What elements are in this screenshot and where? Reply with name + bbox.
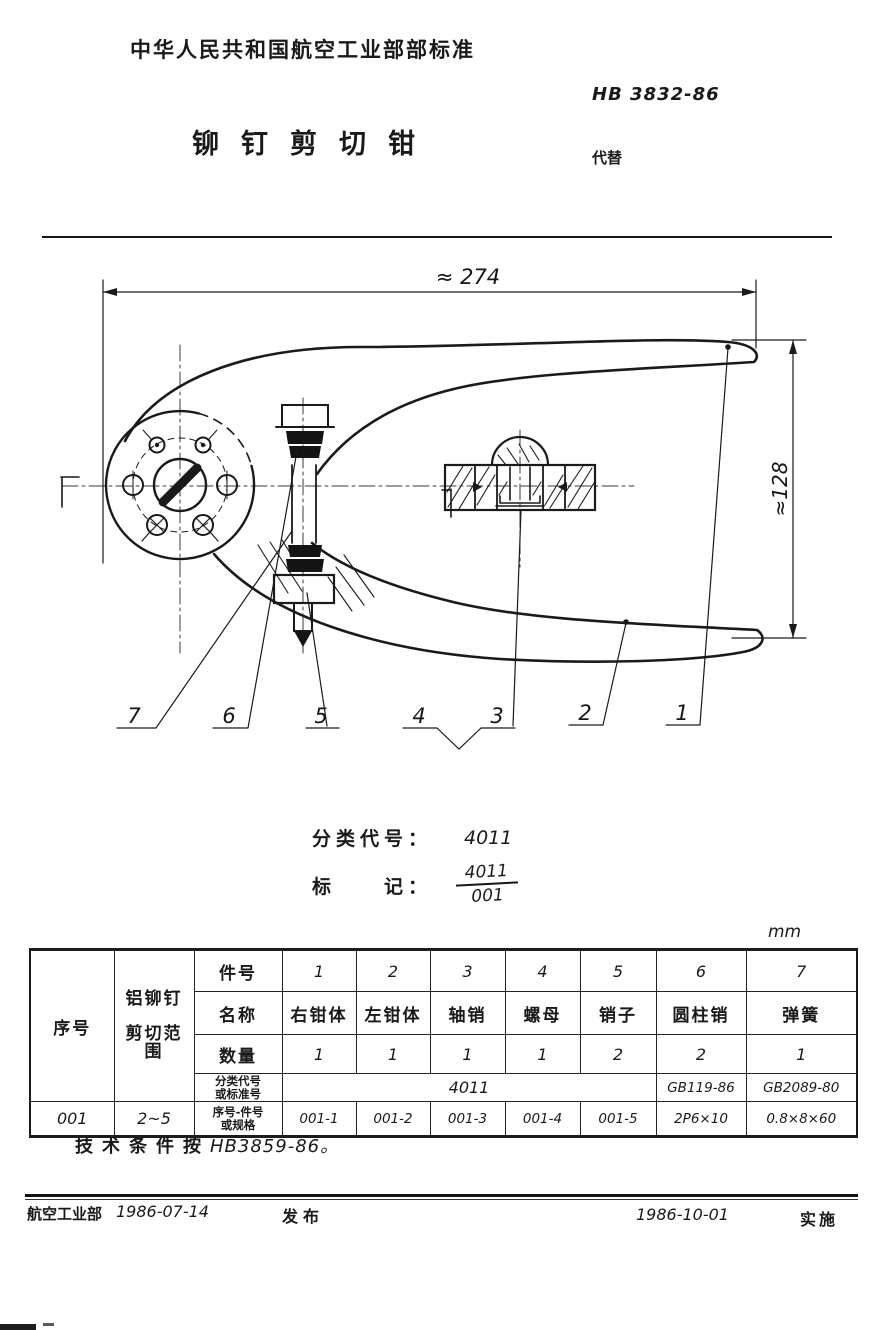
technical-note: 技术条件按HB3859-86。 [75,1132,339,1158]
spec-cell: 2P6×10 [655,1101,747,1137]
marking-denominator: 001 [470,885,505,907]
range-value-cell: 2~5 [113,1101,195,1137]
part-label-1: 1 [675,701,688,725]
part-name-cell: 左钳体 [355,991,431,1035]
part-name-cell: 销子 [579,991,657,1035]
marking-value: 4011 001 [454,860,519,907]
range-header-line1: 铝铆钉 [125,988,183,1009]
plier-head [104,409,256,561]
part-label-3: 3 [490,704,503,728]
table-row: 001 2~5 序号-件号 或规格 001-1 001-2 001-3 001-… [29,1101,858,1137]
marking-label: 标 记： [312,876,433,898]
spec-cell: 001-5 [579,1101,657,1137]
width-dimension-label: ≈ 274 [436,265,500,289]
width-dimension [102,279,757,564]
serial-value-cell: 001 [29,1101,115,1137]
technical-note-text: 技术条件按 [75,1136,210,1157]
class-span-cell: 4011 [281,1073,657,1102]
class-header-line2: 或标准号 [215,1086,261,1101]
standard-number: HB 3832-86 [592,84,720,105]
view-marks [60,476,452,518]
part-name-cell: 弹簧 [745,991,858,1035]
name-header: 名称 [193,991,283,1035]
table-row: 名称 右钳体 左钳体 轴销 螺母 销子 圆柱销 弹簧 [30,991,858,1035]
height-dimension [731,339,807,639]
part-label-6: 6 [222,704,235,728]
classification-code-label: 分类代号： [312,828,433,850]
serial-header: 序号 [29,949,115,1102]
header-rule [42,236,832,238]
qty-cell: 1 [281,1034,357,1074]
spec-cell: 001-4 [504,1101,581,1137]
parts-table: 序号 铝铆钉 剪切范围 件号 1 2 3 4 5 6 7 名称 右钳体 左钳体 … [29,948,858,1138]
qty-cell: 1 [504,1034,581,1074]
footer-organization: 航空工业部 [27,1205,103,1223]
scan-artifact [43,1323,54,1326]
part-label-4: 4 [412,704,425,728]
footer-rule [25,1194,858,1200]
table-row: 序号 铝铆钉 剪切范围 件号 1 2 3 4 5 6 7 [29,949,858,1102]
part-no-header: 件号 [193,949,283,992]
spec-header-line1: 序号-件号 [212,1104,264,1119]
class-cell-gb2089: GB2089-80 [745,1073,858,1102]
spec-cell: 001-1 [281,1101,357,1137]
part-name-cell: 轴销 [429,991,506,1035]
table-row: 分类代号 或标准号 4011 GB119-86 GB2089-80 [30,1073,858,1102]
replaces-label: 代替 [592,149,623,167]
classification-code-value: 4011 [464,827,513,849]
implementation-label: 实施 [800,1210,839,1229]
range-header: 铝铆钉 剪切范围 [113,949,195,1102]
spec-header: 序号-件号 或规格 [193,1101,283,1137]
page-title: 铆钉剪切钳 [192,129,437,160]
plier-handles [123,338,764,663]
part-no-cell: 1 [281,949,357,992]
rivet-section-view [443,435,597,512]
height-dimension-label: ≈128 [768,462,792,517]
unit-label: mm [768,922,802,942]
technical-note-standard: HB3859-86。 [210,1136,340,1157]
qty-cell: 1 [429,1034,506,1074]
part-name-cell: 圆柱销 [655,991,747,1035]
class-header-line1: 分类代号 [215,1073,261,1088]
header-organization: 中华人民共和国航空工业部部标准 [130,38,475,62]
part-name-cell: 右钳体 [281,991,357,1035]
range-header-line2: 剪切范围 [125,1023,183,1063]
part-no-cell: 6 [655,949,747,992]
part-label-2: 2 [578,701,591,725]
issue-label: 发布 [282,1207,325,1226]
part-label-7: 7 [127,704,141,728]
pin-assembly [272,404,336,647]
part-number-labels: 7 6 5 4 3 2 1 [127,701,688,728]
class-header: 分类代号 或标准号 [193,1073,283,1102]
scan-artifact [0,1324,36,1330]
part-no-cell: 2 [355,949,431,992]
implementation-date: 1986-10-01 [636,1205,729,1224]
part-no-cell: 5 [579,949,657,992]
spec-cell: 0.8×8×60 [745,1101,858,1137]
part-no-cell: 7 [745,949,858,992]
marking-numerator: 4011 [454,860,519,887]
issue-date: 1986-07-14 [116,1202,209,1221]
qty-cell: 2 [579,1034,657,1074]
part-no-cell: 3 [429,949,506,992]
technical-drawing: ≈ 274 ≈128 [60,265,807,750]
part-label-5: 5 [314,704,327,728]
qty-cell: 1 [745,1034,858,1074]
spec-cell: 001-2 [355,1101,431,1137]
part-name-cell: 螺母 [504,991,581,1035]
table-row: 数量 1 1 1 1 2 2 1 [30,1034,858,1074]
qty-cell: 1 [355,1034,431,1074]
leader-lines [116,344,731,750]
part-no-cell: 4 [504,949,581,992]
spec-header-line2: 或规格 [220,1117,256,1132]
spec-cell: 001-3 [429,1101,506,1137]
qty-cell: 2 [655,1034,747,1074]
qty-header: 数量 [193,1034,283,1074]
jaw-hatching [257,539,375,612]
class-cell-gb119: GB119-86 [655,1073,747,1102]
